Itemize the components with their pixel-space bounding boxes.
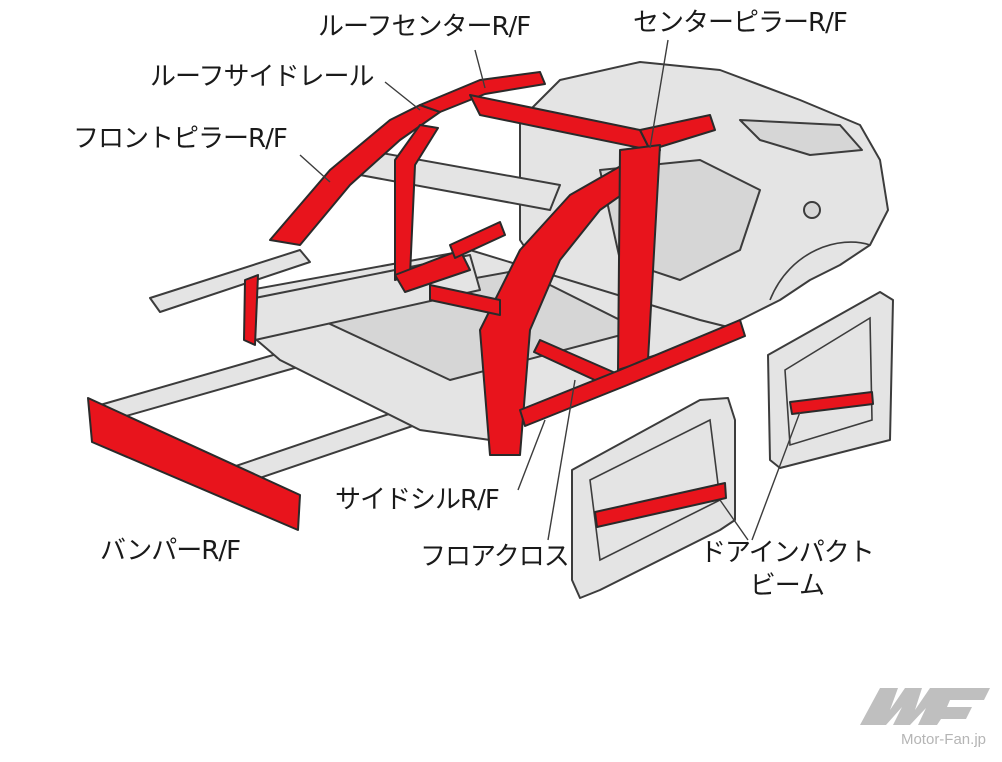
front-door-impact-beam	[594, 482, 727, 528]
label-side-sill-rf: サイドシルR/F	[335, 485, 500, 515]
b-pillar-inner-loop	[394, 124, 439, 281]
label-bumper-rf: バンパーR/F	[100, 536, 241, 566]
side-sill-rf	[519, 319, 746, 427]
leader-center-pillar	[649, 39, 669, 149]
rear-door-window	[784, 316, 873, 447]
logo-mark	[860, 688, 990, 725]
label-door-impact-beam-line2: ビーム	[749, 570, 825, 601]
front-pillar-lower	[243, 274, 259, 346]
label-roof-center-rf: ルーフセンターR/F	[318, 12, 531, 42]
rear-deck	[739, 119, 863, 156]
leader-door-beam-front	[719, 499, 749, 541]
label-floor-cross: フロアクロス	[420, 542, 570, 572]
bumper-rf	[87, 397, 301, 531]
label-center-pillar-rf: センターピラーR/F	[633, 8, 848, 38]
leader-front-pillar	[299, 154, 331, 183]
rear-door-impact-beam	[789, 391, 874, 415]
rear-door-frame	[767, 291, 894, 469]
watermark-site: Motor-Fan.jp	[900, 731, 986, 748]
floor-cross-rf-1	[429, 284, 501, 316]
leader-roof-side-rail	[384, 81, 421, 111]
leader-roof-center	[474, 49, 486, 89]
leader-door-beam-rear	[751, 411, 801, 541]
label-door-impact-beam: ドアインパクト ビーム	[700, 537, 875, 602]
roof-rail-rear	[639, 114, 716, 151]
front-apron-left	[149, 249, 311, 313]
cross-member-top	[449, 221, 506, 259]
fuel-cap	[803, 201, 821, 219]
leader-floor-cross	[547, 379, 576, 541]
label-front-pillar-rf: フロントピラーR/F	[73, 124, 288, 154]
door-opening-lower	[394, 249, 471, 293]
label-roof-side-rail: ルーフサイドレール	[150, 62, 374, 92]
rear-wheel-arch	[769, 241, 871, 301]
leader-side-sill	[517, 419, 546, 491]
label-door-impact-beam-line1: ドアインパクト	[700, 538, 875, 568]
roof-side-rail-front	[419, 71, 546, 113]
